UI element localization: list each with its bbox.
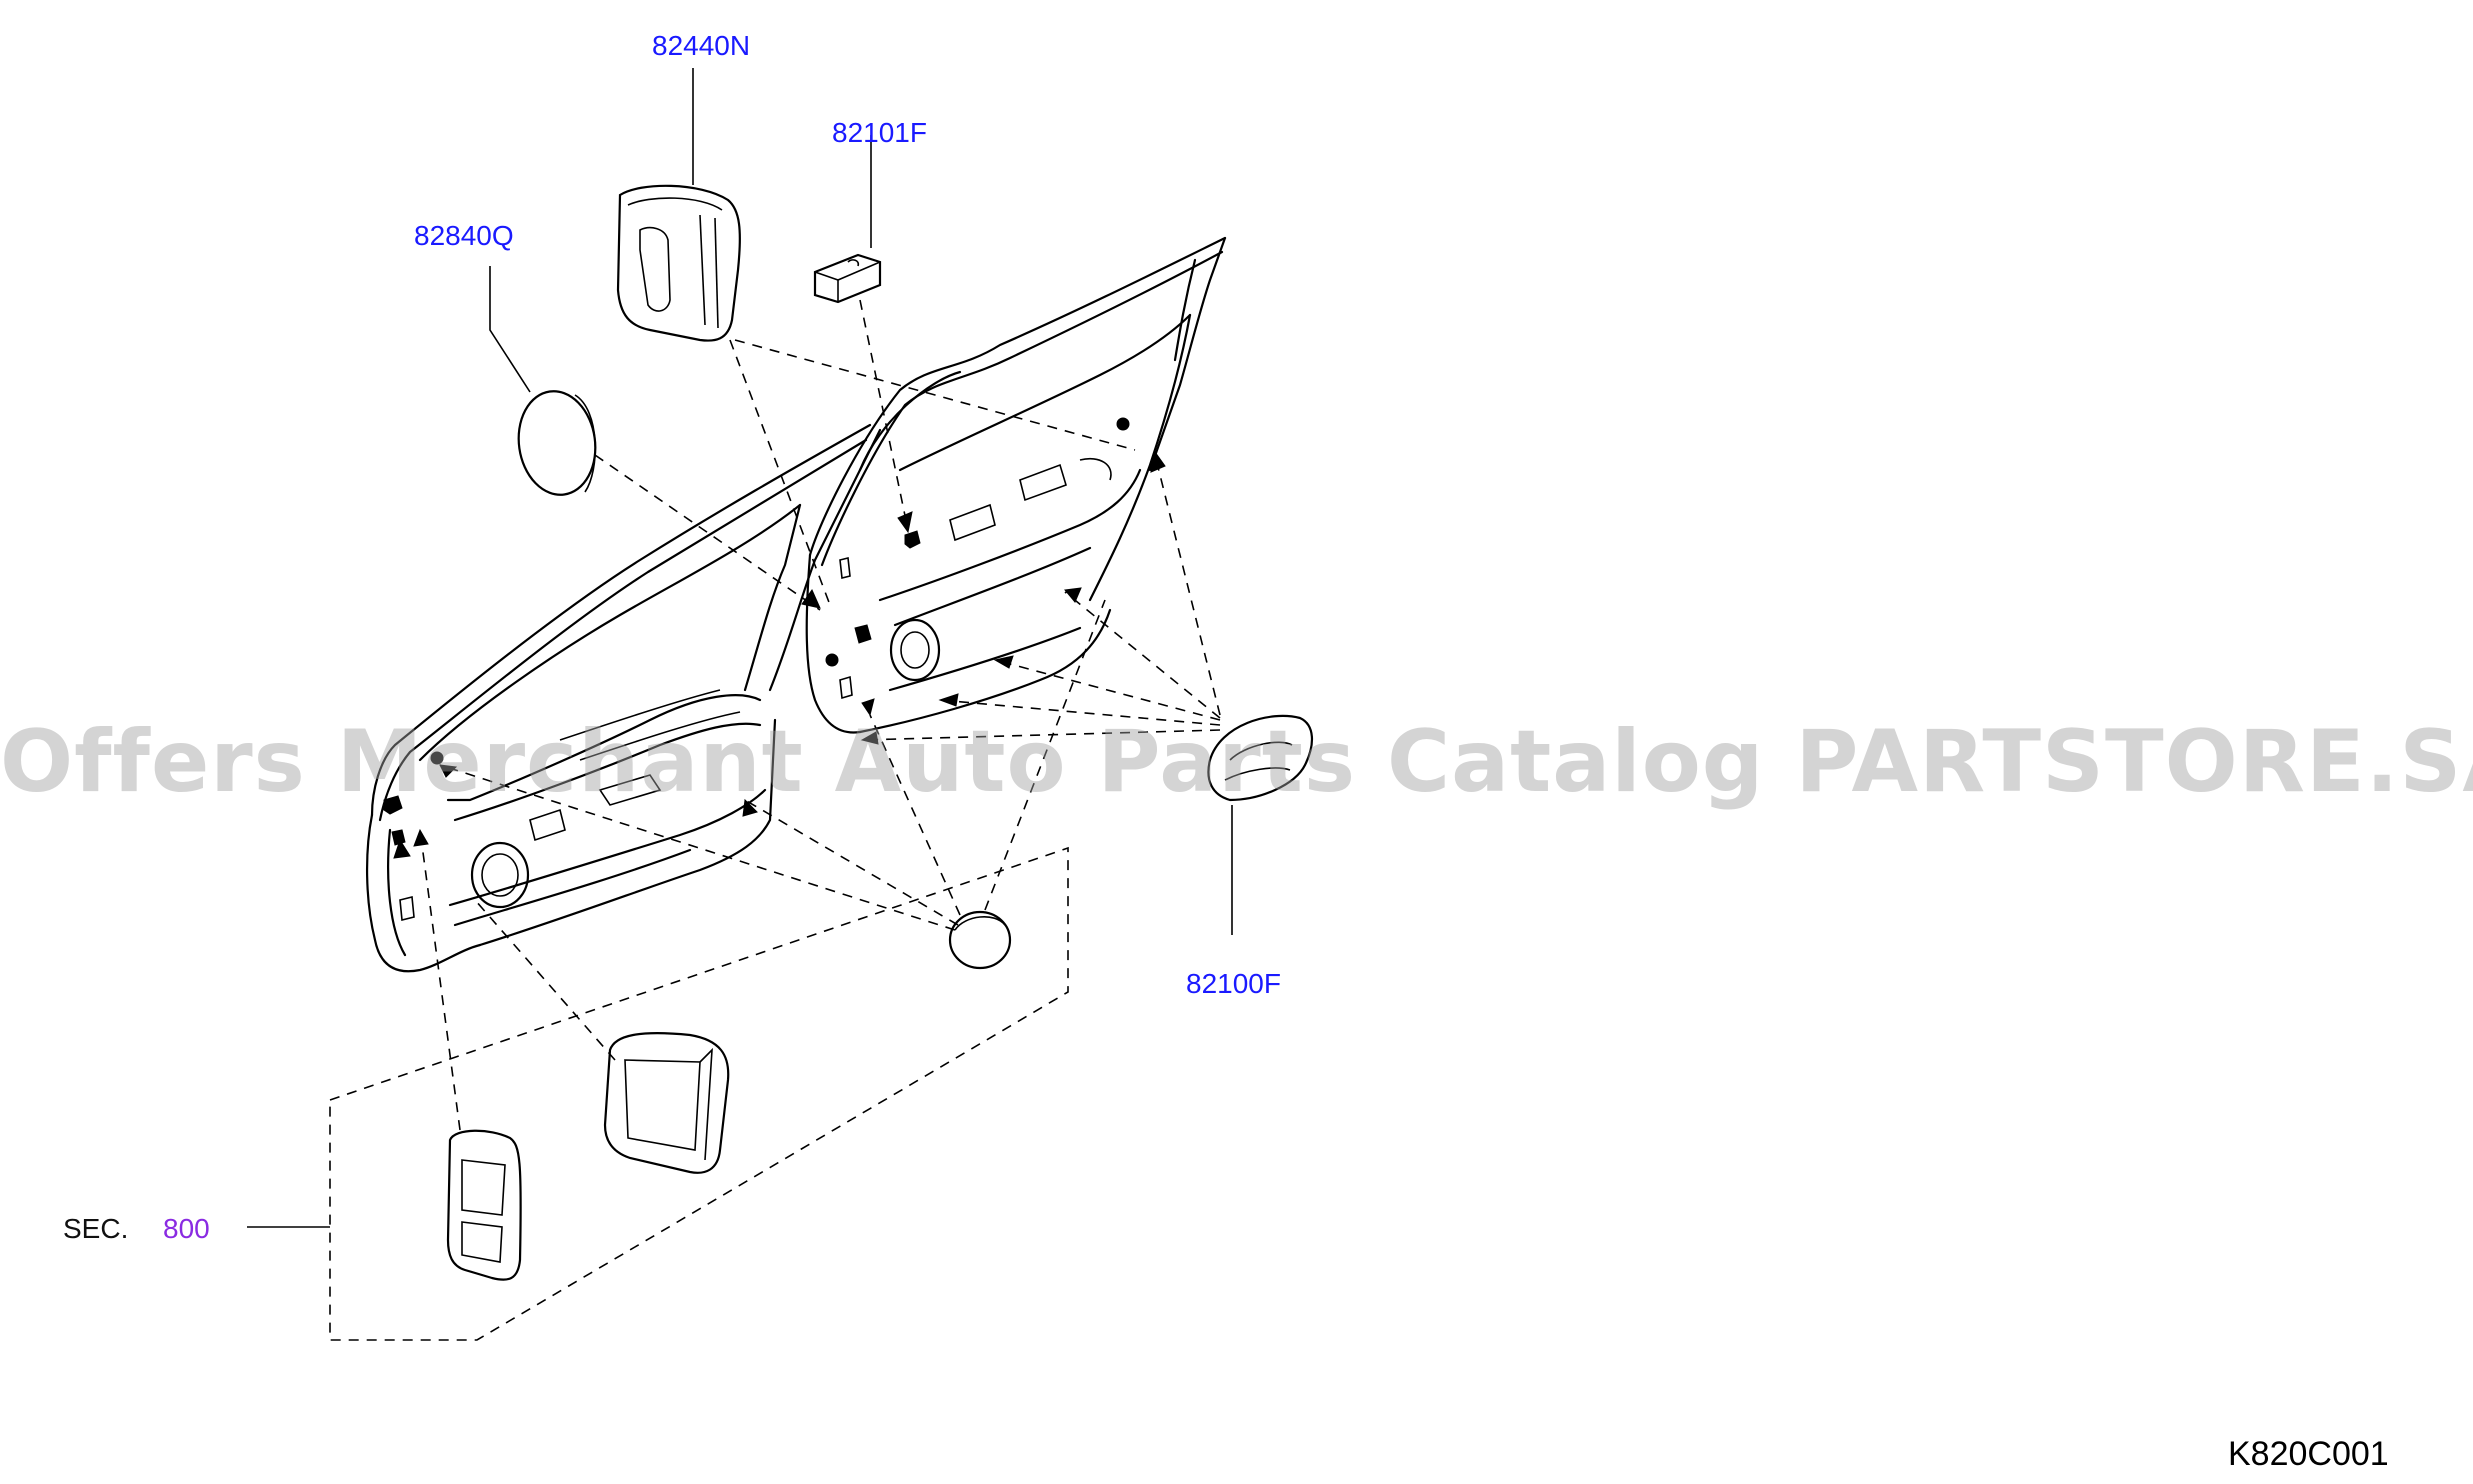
round-plug-shape <box>948 910 1012 970</box>
part-82101F-shape <box>813 253 882 304</box>
part-82440N-shape <box>616 184 741 342</box>
part-label-82840Q[interactable]: 82840Q <box>414 220 514 251</box>
part-label-82101F[interactable]: 82101F <box>832 117 927 148</box>
rear-door-panel <box>805 236 1227 734</box>
sec800-window-switch-shape <box>603 1032 730 1174</box>
section-prefix: SEC. <box>63 1213 129 1244</box>
section-link-800[interactable]: 800 <box>163 1213 210 1244</box>
part-label-82100F[interactable]: 82100F <box>1186 968 1281 999</box>
front-door-panel <box>366 423 882 973</box>
part-82840Q-shape <box>517 390 597 496</box>
leader-lines <box>247 68 1233 1228</box>
sec800-trim-panel-shape <box>446 1129 522 1281</box>
part-label-82440N[interactable]: 82440N <box>652 30 751 61</box>
dashed-callouts <box>329 299 1221 1341</box>
diagram-code: K820C001 <box>2228 1435 2389 1473</box>
arrow-heads <box>393 450 1166 859</box>
part-82100F-shape <box>1207 714 1313 802</box>
